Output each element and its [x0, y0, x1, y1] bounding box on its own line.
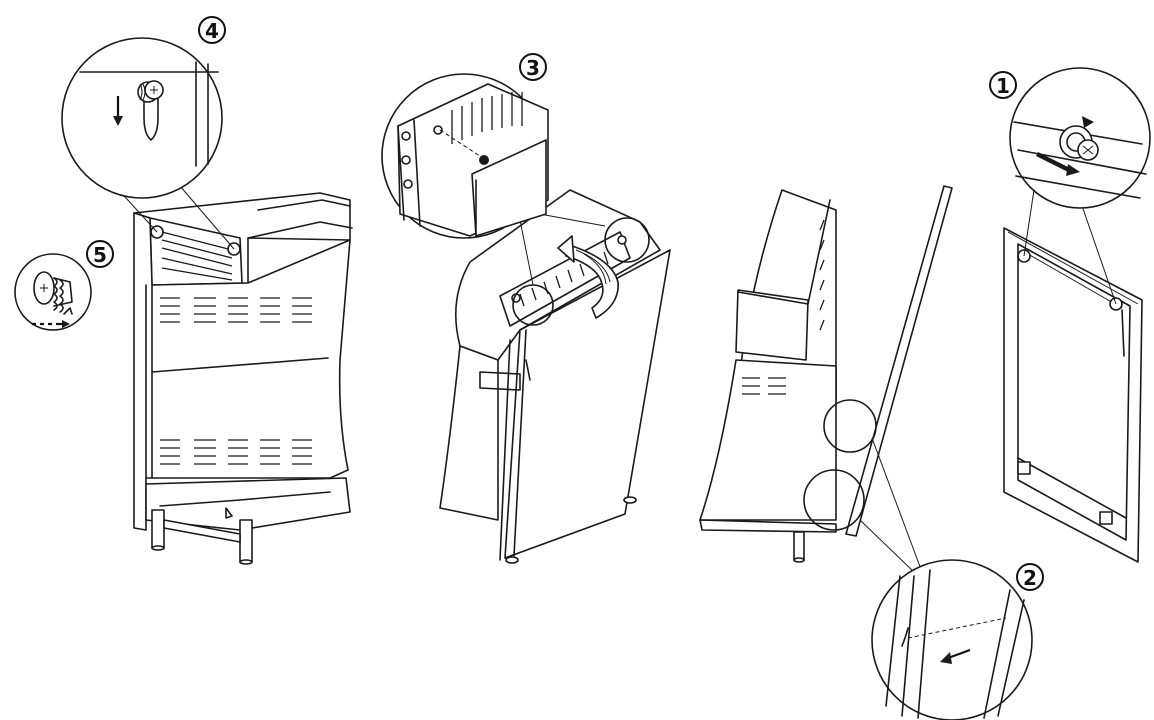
appliance-side-view: [699, 185, 953, 563]
upper-vents: [160, 297, 312, 323]
side-vents: [742, 219, 825, 395]
lower-vents: [160, 439, 312, 465]
step-number-3: 3: [526, 56, 540, 80]
down-arrow-icon: [113, 96, 123, 126]
magnified-vents: [451, 92, 523, 144]
detail-magnifier-4: [61, 37, 223, 199]
step-number-2: 2: [1023, 566, 1037, 590]
right-dashed-arrow-icon: [32, 320, 70, 328]
rotate-arrow-icon: [557, 235, 619, 319]
door-frame-view: [1003, 227, 1143, 563]
detail-magnifier-2: [871, 559, 1033, 720]
left-arrow-icon: [940, 648, 971, 664]
step-badge-2: 2: [1016, 563, 1044, 591]
step-number-5: 5: [93, 243, 107, 267]
step-number-1: 1: [996, 74, 1010, 98]
step-badge-5: 5: [86, 240, 114, 268]
detail-magnifier-5: [14, 253, 92, 331]
appliance-front-view: [133, 192, 353, 565]
appliance-panel-rotate-view: [439, 189, 671, 564]
detail-magnifier-1: [1009, 67, 1151, 209]
detail-magnifier-3: [381, 73, 549, 239]
step-badge-3: 3: [519, 53, 547, 81]
step-badge-4: 4: [198, 16, 226, 44]
step-number-4: 4: [205, 19, 219, 43]
top-vents: [161, 231, 233, 281]
keyhole-slot-icon: [143, 93, 159, 141]
step-badge-1: 1: [989, 71, 1017, 99]
